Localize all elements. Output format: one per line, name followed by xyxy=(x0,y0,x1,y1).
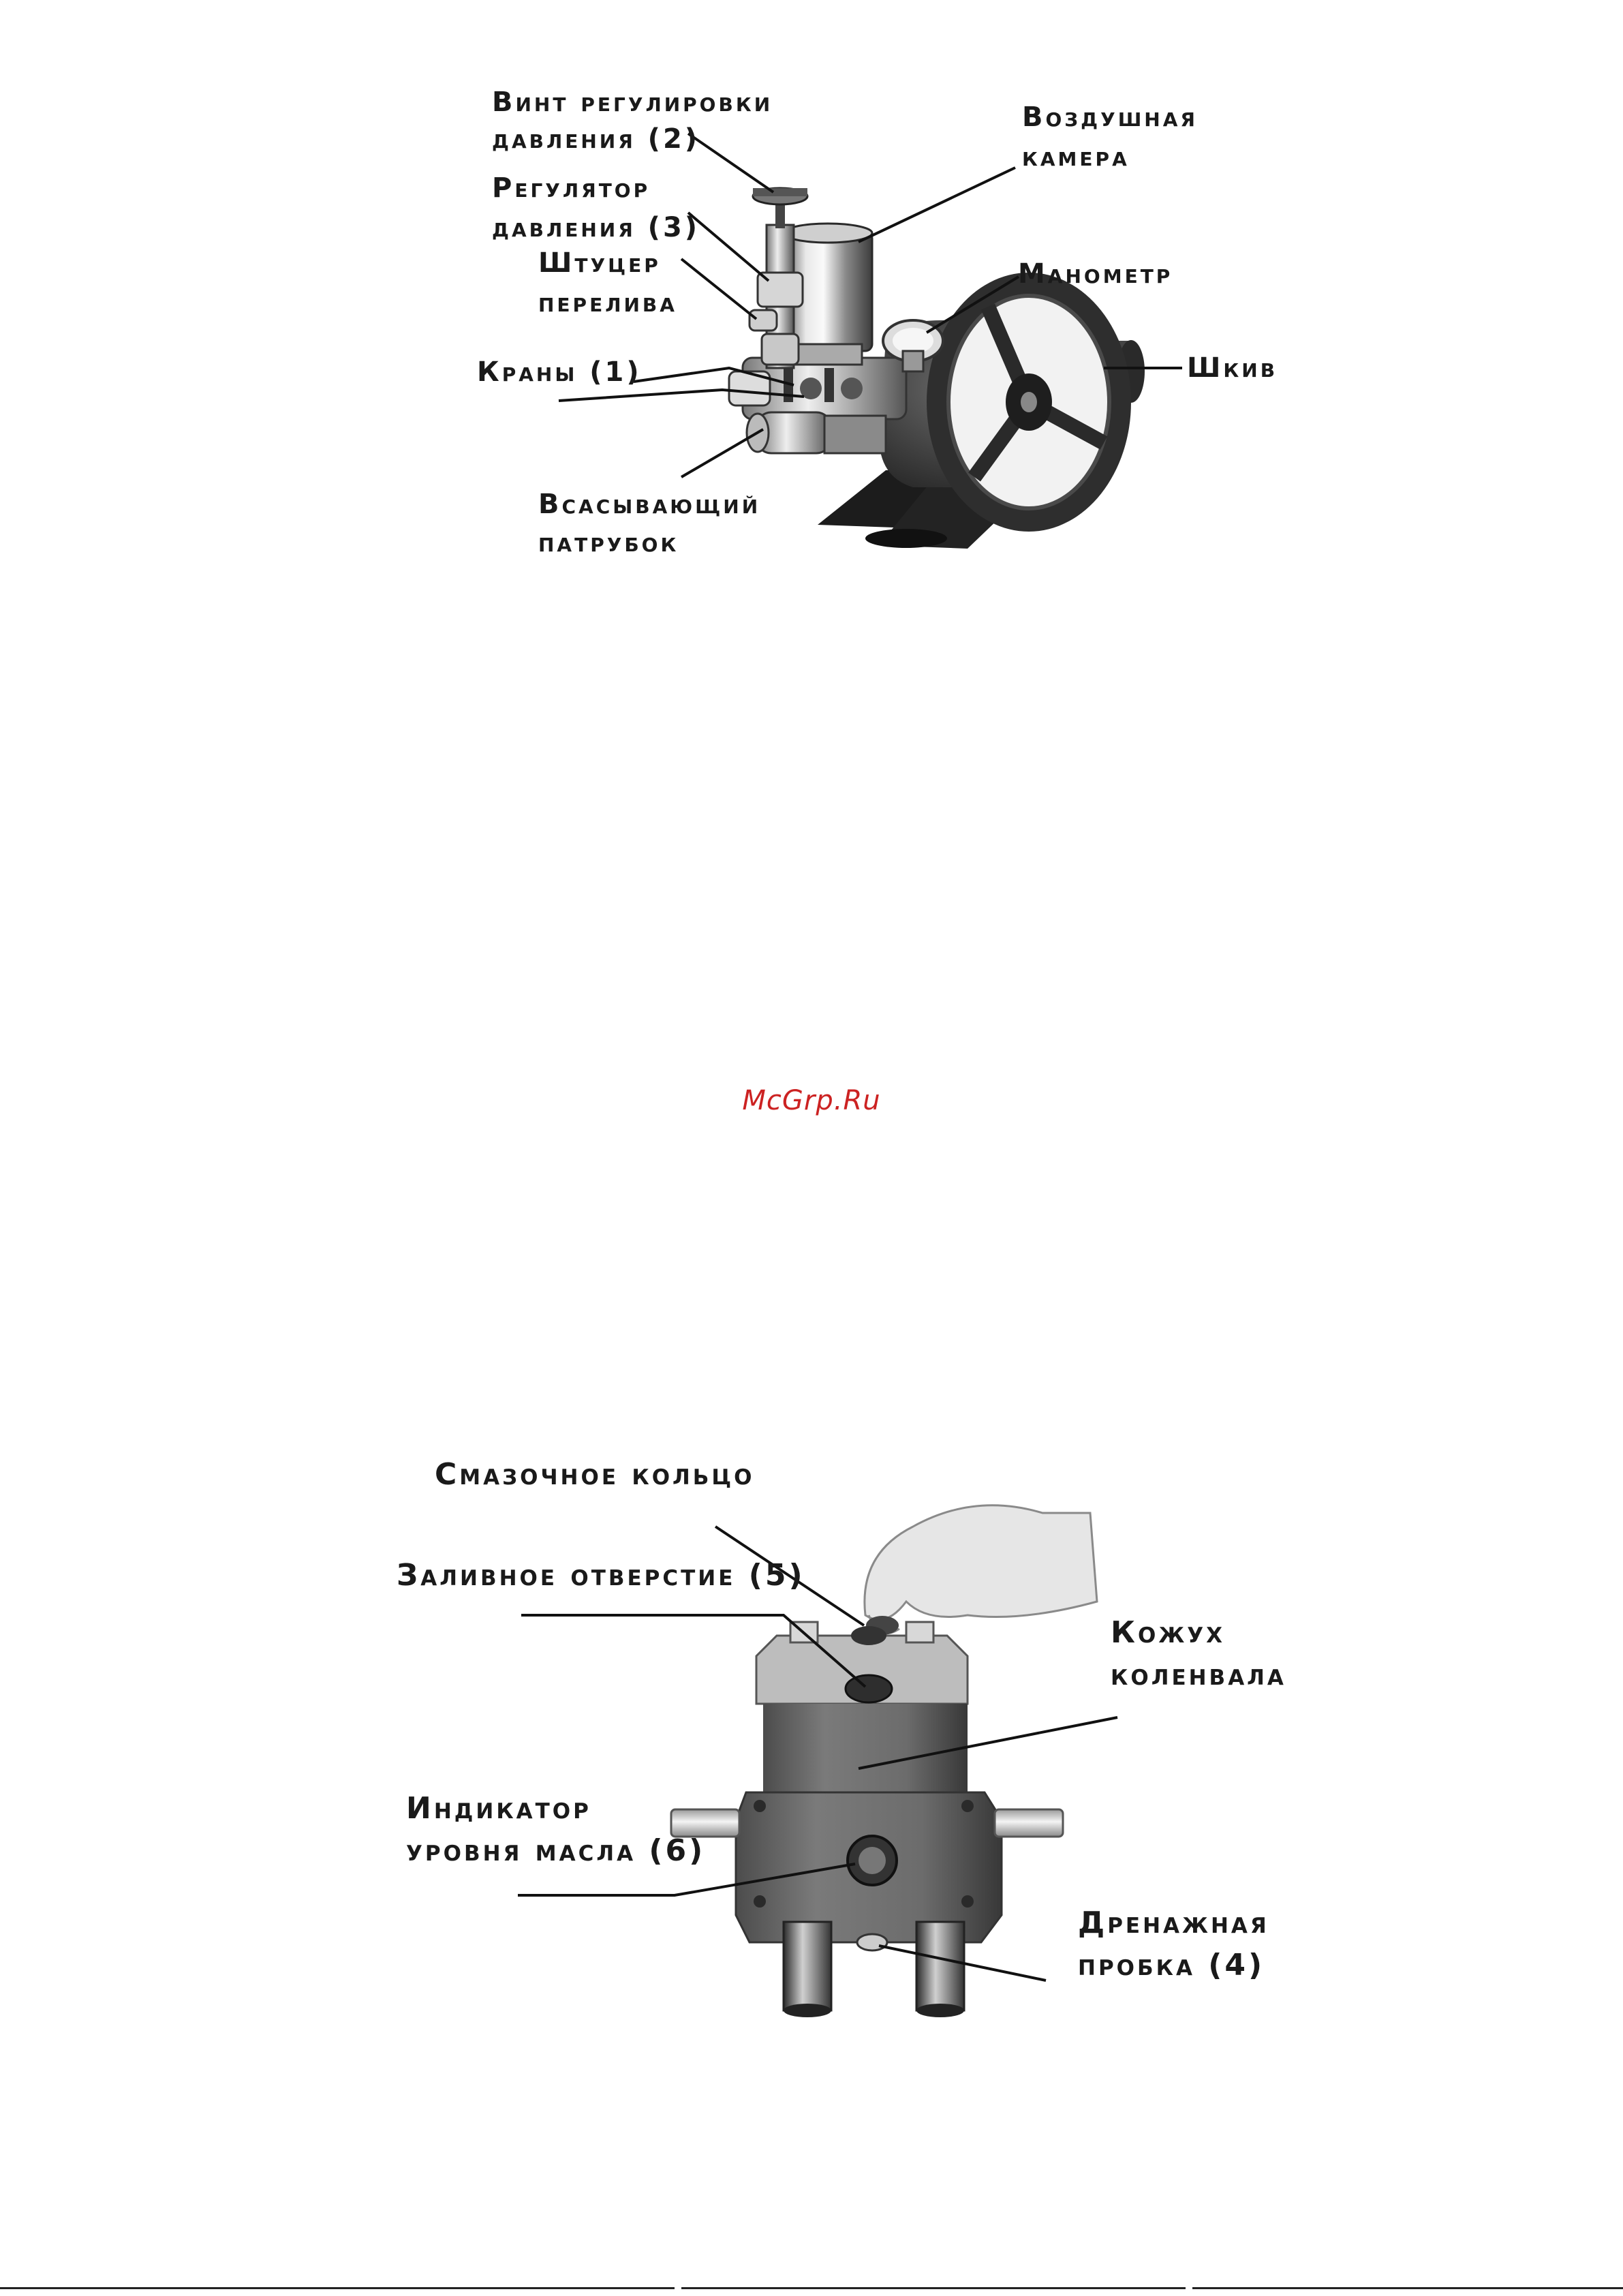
label-crankshaft-housing-line1: Кожух xyxy=(1111,1618,1225,1648)
overflow-fitting xyxy=(749,310,777,331)
label-air-chamber-line2: камера xyxy=(1022,143,1130,170)
label-air-chamber-line1: Воздушная xyxy=(1022,104,1198,131)
crankcase-illustration xyxy=(0,1397,1623,2079)
label-valves: Краны (1) xyxy=(477,358,642,386)
label-pressure-regulator-line1: Регулятор xyxy=(492,174,650,202)
hand-illustration xyxy=(865,1505,1097,1635)
suction-pipe xyxy=(747,412,886,453)
label-oil-indicator-line2: уровня масла (6) xyxy=(406,1836,705,1866)
label-pressure-screw-line1: Винт регулировки xyxy=(492,89,773,116)
watermark: McGrp.Ru xyxy=(0,1085,1623,1116)
pump-illustration xyxy=(0,0,1623,613)
crankshaft-housing xyxy=(736,1704,1002,1942)
drain-plug xyxy=(857,1934,887,1950)
page-bottom-rule-right xyxy=(1192,2287,1623,2289)
oil-level-indicator xyxy=(848,1836,897,1885)
label-overflow-fitting-line1: Штуцер xyxy=(538,249,661,277)
label-pulley: Шкив xyxy=(1187,354,1278,382)
label-suction-pipe-line1: Всасывающий xyxy=(538,491,760,518)
pump-head xyxy=(756,1622,968,1704)
pressure-adjust-screw xyxy=(753,188,807,228)
label-drain-plug-line1: Дренажная xyxy=(1078,1908,1269,1938)
label-pressure-screw-line2: давления (2) xyxy=(492,125,700,153)
label-drain-plug-line2: пробка (4) xyxy=(1078,1950,1265,1980)
page-bottom-rule-left xyxy=(0,2287,675,2289)
label-overflow-fitting-line2: перелива xyxy=(538,289,677,316)
valve-manifold xyxy=(729,358,906,419)
label-manometer: Манометр xyxy=(1018,260,1173,288)
page-bottom-rule-middle xyxy=(681,2287,1186,2289)
label-oil-indicator-line1: Индикатор xyxy=(406,1794,591,1824)
label-pressure-regulator-line2: давления (3) xyxy=(492,214,700,241)
label-lubrication-ring: Смазочное кольцо xyxy=(435,1460,755,1490)
label-crankshaft-housing-line2: коленвала xyxy=(1111,1660,1286,1690)
pulley xyxy=(927,273,1131,532)
label-suction-pipe-line2: патрубок xyxy=(538,529,679,556)
label-filler-hole: Заливное отверстие (5) xyxy=(397,1561,805,1591)
